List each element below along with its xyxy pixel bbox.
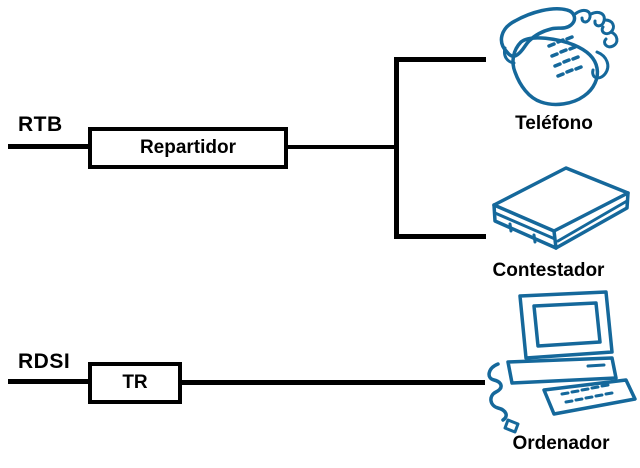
rdsi-wire-left	[8, 379, 89, 384]
rdsi-network-label: RDSI	[18, 350, 71, 373]
branch-wire-vertical	[394, 57, 399, 239]
computer-label: Ordenador	[512, 433, 610, 454]
rtb-network-label: RTB	[18, 113, 63, 136]
rtb-wire-left	[8, 144, 89, 149]
repartidor-box-label: Repartidor	[139, 137, 237, 158]
rtb-wire-middle	[287, 145, 395, 149]
repartidor-box: Repartidor	[88, 127, 288, 169]
branch-wire-bottom	[394, 234, 486, 239]
answering-machine-icon	[486, 161, 634, 259]
telephone-label: Teléfono	[515, 113, 593, 134]
rdsi-wire-right	[182, 380, 485, 385]
answering-machine-label: Contestador	[492, 260, 605, 281]
branch-wire-top	[394, 57, 486, 62]
computer-icon	[486, 288, 638, 436]
telephone-icon	[494, 2, 626, 112]
tr-box: TR	[88, 362, 182, 404]
tr-box-label: TR	[122, 372, 148, 393]
